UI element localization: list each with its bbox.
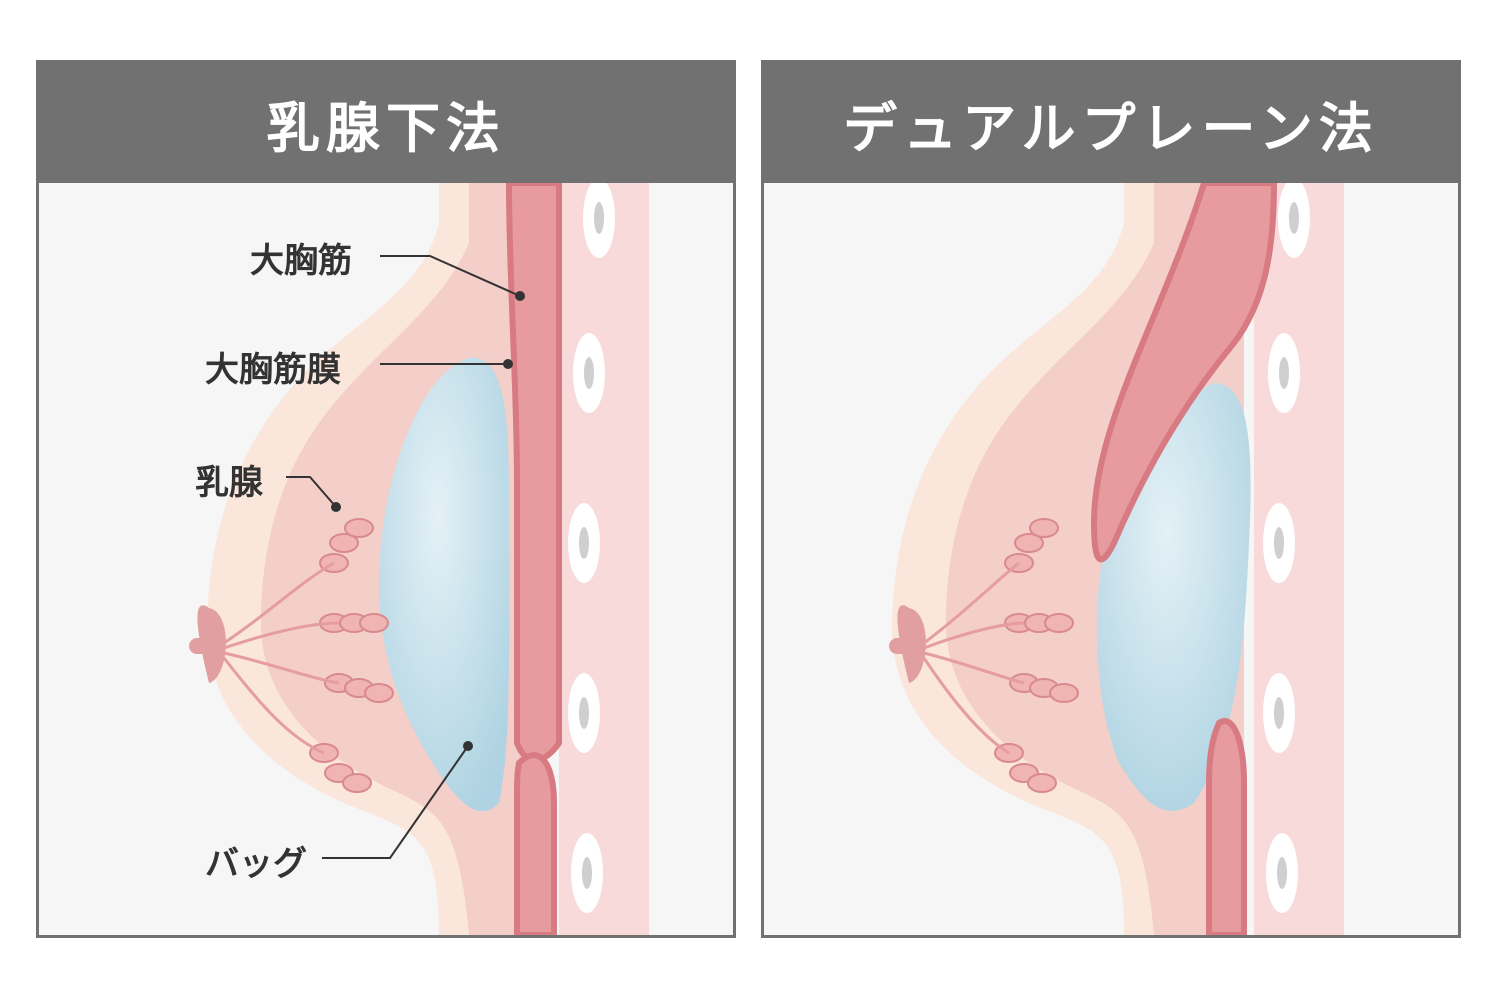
label-mammary-gland: 乳腺 [195, 463, 263, 503]
dual-plane-panel: デュアルプレーン法 [761, 60, 1461, 938]
implant-bag [379, 357, 510, 812]
breast-cross-section-subglandular [39, 183, 733, 935]
nipple [897, 605, 926, 683]
pectoralis-muscle-lower [514, 752, 557, 935]
pectoralis-muscle-upper [505, 183, 562, 764]
panel-title: デュアルプレーン法 [764, 63, 1458, 183]
pectoralis-muscle-lower [1206, 718, 1247, 935]
mammary-glands [994, 518, 1079, 793]
label-pectoral-fascia: 大胸筋膜 [205, 350, 341, 390]
breast-cross-section-dual-plane [764, 183, 1458, 935]
subglandular-panel: 乳腺下法 [36, 60, 736, 938]
label-implant-bag: バッグ [205, 844, 307, 884]
nipple [197, 605, 226, 683]
label-pectoralis-major: 大胸筋 [250, 241, 352, 281]
pectoralis-muscle-upper [1090, 183, 1278, 563]
panel-title: 乳腺下法 [39, 63, 733, 183]
